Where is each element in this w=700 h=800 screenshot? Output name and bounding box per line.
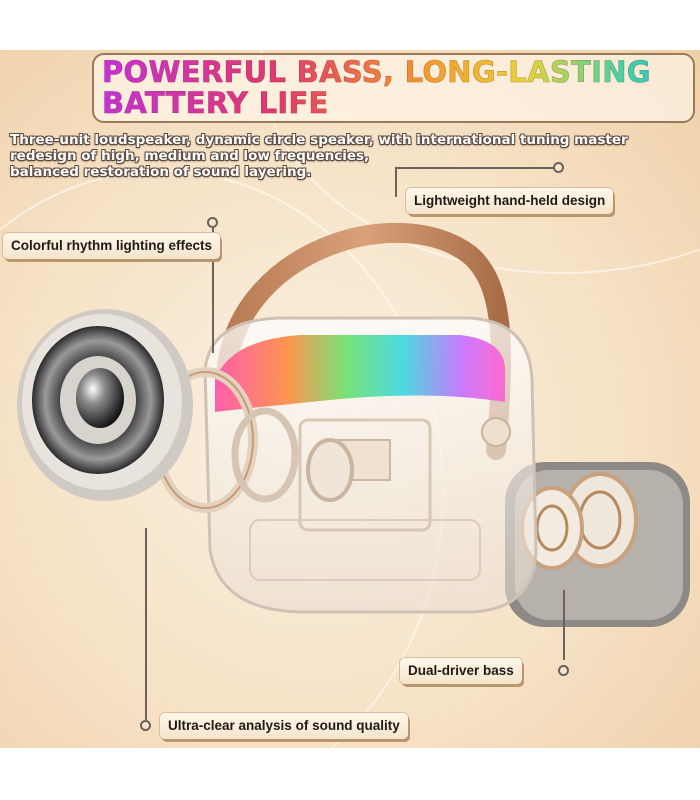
callout-bass: Dual-driver bass: [400, 658, 522, 684]
driver-rings: [152, 367, 354, 513]
description-line: balanced restoration of sound layering.: [10, 164, 312, 180]
callout-dot: [140, 720, 151, 731]
callout-line: [145, 528, 147, 720]
callout-line: [395, 167, 397, 197]
callout-line: [563, 590, 565, 660]
callout-dot: [553, 162, 564, 173]
callout-clarity: Ultra-clear analysis of sound quality: [160, 713, 408, 739]
speaker-body: [203, 316, 538, 614]
product-banner: POWERFUL BASS, LONG-LASTING BATTERY LIFE…: [0, 50, 700, 748]
headline-frame: [92, 53, 695, 123]
description: Three-unit loudspeaker, dynamic circle s…: [10, 132, 670, 180]
speaker-illustration: [17, 223, 690, 627]
description-line: redesign of high, medium and low frequen…: [10, 148, 370, 164]
callout-line: [212, 228, 214, 353]
headline: POWERFUL BASS, LONG-LASTING BATTERY LIFE: [102, 56, 692, 119]
description-line: Three-unit loudspeaker, dynamic circle s…: [10, 132, 628, 148]
callout-line: [395, 167, 555, 169]
callout-dot: [558, 665, 569, 676]
dual-bass-drivers: [505, 462, 690, 627]
callout-dot: [207, 217, 218, 228]
rgb-light-strip: [215, 335, 505, 412]
callout-lightweight: Lightweight hand-held design: [406, 188, 614, 214]
speaker-driver-icon: [17, 309, 193, 501]
callout-lighting: Colorful rhythm lighting effects: [3, 233, 220, 259]
